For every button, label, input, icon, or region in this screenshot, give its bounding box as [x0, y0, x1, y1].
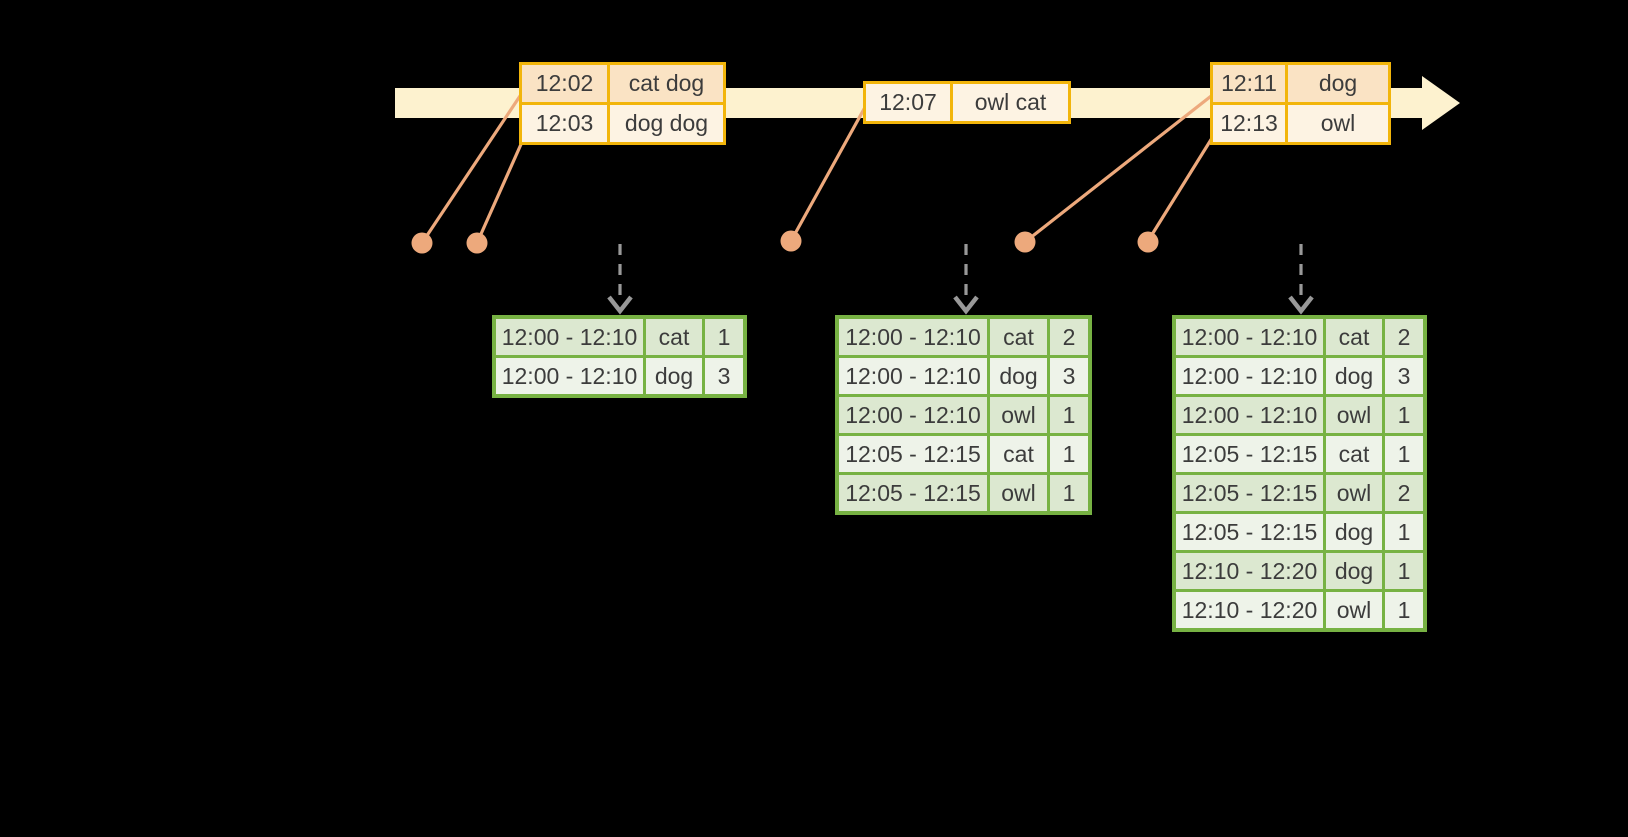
result-table-3-cell-window: 12:00 - 12:10	[1176, 397, 1323, 433]
result-table-2-cell-word: cat	[990, 319, 1047, 355]
result-table-1-cell-window: 12:00 - 12:10	[496, 319, 643, 355]
event-dot-icon	[466, 232, 488, 254]
input-batch-table-2-cell-time: 12:07	[866, 84, 950, 121]
event-dot-icon	[411, 232, 433, 254]
trigger-arrows	[607, 244, 1314, 315]
result-table-3-cell-window: 12:05 - 12:15	[1176, 475, 1323, 511]
result-table-1-cell-word: dog	[646, 358, 702, 394]
event-leader-line	[1024, 91, 1216, 244]
result-table-1-cell-count: 1	[705, 319, 743, 355]
result-table-3-cell-word: dog	[1326, 553, 1382, 589]
input-batch-table-1-cell-time: 12:02	[522, 65, 607, 102]
result-table-3-cell-window: 12:05 - 12:15	[1176, 436, 1323, 472]
result-table-2-cell-window: 12:00 - 12:10	[839, 358, 987, 394]
result-table-2-cell-word: owl	[990, 475, 1047, 511]
input-batch-table-2-cell-words: owl cat	[953, 84, 1068, 121]
result-table-3-cell-word: owl	[1326, 397, 1382, 433]
event-dot-icon	[780, 230, 802, 252]
result-table-3-cell-count: 2	[1385, 319, 1423, 355]
trigger-arrowhead-icon	[1288, 295, 1314, 315]
result-table-2-cell-window: 12:00 - 12:10	[839, 397, 987, 433]
result-table-2-cell-count: 1	[1050, 436, 1088, 472]
event-leader-lines	[420, 89, 1219, 244]
result-table-2-cell-window: 12:00 - 12:10	[839, 319, 987, 355]
result-table-3-cell-count: 1	[1385, 553, 1423, 589]
input-batch-table-1-cell-words: cat dog	[610, 65, 723, 102]
result-table-3-cell-word: dog	[1326, 358, 1382, 394]
result-table-3-cell-count: 2	[1385, 475, 1423, 511]
result-table-2-cell-window: 12:05 - 12:15	[839, 436, 987, 472]
result-table-2-cell-count: 1	[1050, 397, 1088, 433]
input-batch-table-1-cell-time: 12:03	[522, 105, 607, 142]
result-table-3-cell-count: 1	[1385, 514, 1423, 550]
result-table-3-cell-word: dog	[1326, 514, 1382, 550]
result-table-3-cell-count: 1	[1385, 592, 1423, 628]
result-table-3-cell-count: 3	[1385, 358, 1423, 394]
event-leader-line	[475, 132, 528, 244]
trigger-arrowhead-icon	[607, 295, 633, 315]
timeline-arrowhead-icon	[1422, 76, 1460, 130]
result-table-3-cell-count: 1	[1385, 436, 1423, 472]
result-table-3-cell-word: owl	[1326, 592, 1382, 628]
input-batch-table-3-cell-time: 12:13	[1213, 105, 1285, 142]
result-table-1-cell-word: cat	[646, 319, 702, 355]
result-table-2-cell-word: owl	[990, 397, 1047, 433]
result-table-2-cell-window: 12:05 - 12:15	[839, 475, 987, 511]
input-batch-table-3-cell-time: 12:11	[1213, 65, 1285, 102]
input-batch-table-3-cell-words: dog	[1288, 65, 1388, 102]
event-leader-line	[789, 99, 871, 242]
event-dot-icon	[1137, 231, 1159, 253]
result-table-1-cell-count: 3	[705, 358, 743, 394]
input-batch-table-3-cell-words: owl	[1288, 105, 1388, 142]
event-leader-line	[420, 89, 526, 244]
trigger-arrowhead-icon	[953, 295, 979, 315]
event-leader-line	[1146, 129, 1219, 242]
result-table-3-cell-window: 12:10 - 12:20	[1176, 592, 1323, 628]
result-table-3-cell-word: owl	[1326, 475, 1382, 511]
result-table-2-cell-word: cat	[990, 436, 1047, 472]
result-table-3-cell-count: 1	[1385, 397, 1423, 433]
result-table-3-cell-window: 12:00 - 12:10	[1176, 358, 1323, 394]
result-table-3-cell-word: cat	[1326, 319, 1382, 355]
result-table-3-cell-window: 12:00 - 12:10	[1176, 319, 1323, 355]
event-dot-icon	[1014, 231, 1036, 253]
result-table-3-cell-window: 12:05 - 12:15	[1176, 514, 1323, 550]
result-table-2-cell-count: 3	[1050, 358, 1088, 394]
result-table-2-cell-word: dog	[990, 358, 1047, 394]
input-batch-table-1-cell-words: dog dog	[610, 105, 723, 142]
result-table-1-cell-window: 12:00 - 12:10	[496, 358, 643, 394]
result-table-2-cell-count: 1	[1050, 475, 1088, 511]
event-dots	[411, 230, 1159, 254]
result-table-3-cell-window: 12:10 - 12:20	[1176, 553, 1323, 589]
result-table-2-cell-count: 2	[1050, 319, 1088, 355]
result-table-3-cell-word: cat	[1326, 436, 1382, 472]
